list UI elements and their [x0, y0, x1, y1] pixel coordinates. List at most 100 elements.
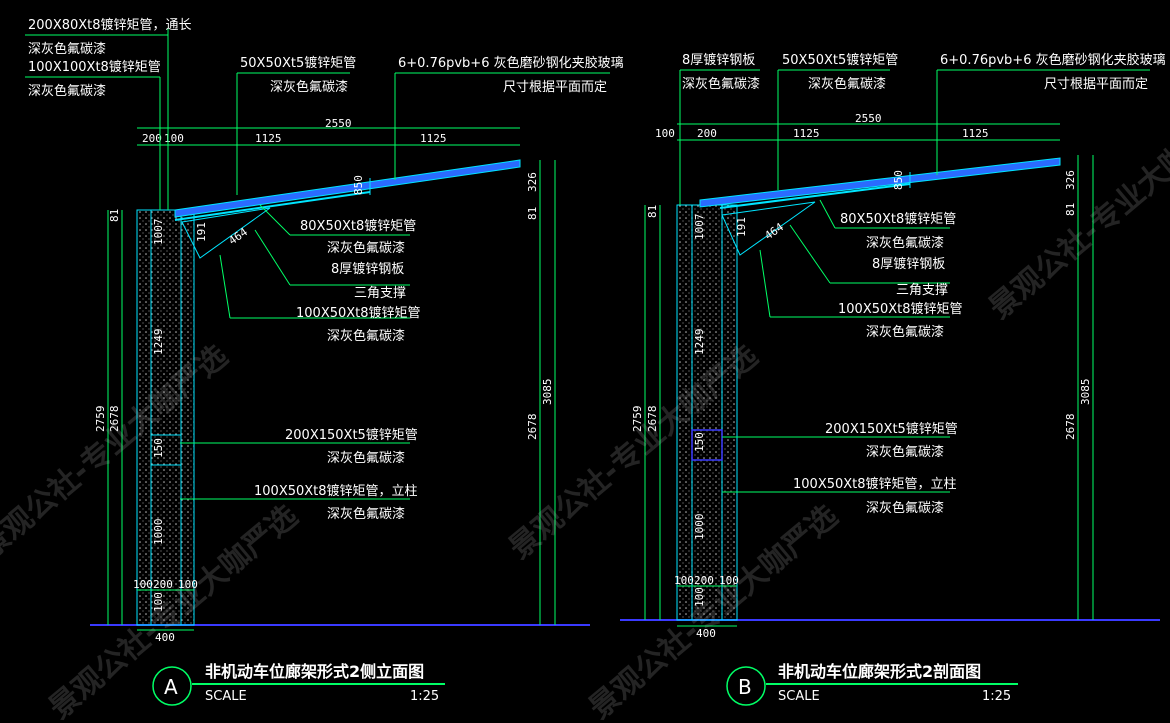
drawing-title: 非机动车位廊架形式2剖面图 — [778, 662, 981, 681]
note: 100X50Xt8镀锌矩管 — [838, 301, 963, 317]
dim-left-2678: 2678 — [646, 406, 659, 433]
dim-top-c: 1125 — [793, 127, 820, 140]
dim-top-b: 200 — [697, 127, 717, 140]
note: 深灰色氟碳漆 — [327, 328, 405, 344]
note: 8厚镀锌钢板 — [872, 256, 945, 272]
note: 100X50Xt8镀锌矩管 — [296, 305, 421, 321]
dim-right-3085: 3085 — [541, 379, 554, 406]
dim-top-total: 2550 — [855, 112, 882, 125]
note: 80X50Xt8镀锌矩管 — [300, 218, 416, 234]
dim-post-1007: 1007 — [693, 214, 706, 241]
dim-diag-464: 464 — [762, 220, 786, 242]
post-concrete — [676, 204, 738, 621]
drawing-letter: A — [164, 675, 178, 699]
dim-right-81: 81 — [1064, 203, 1077, 216]
dim-top-c: 1125 — [255, 132, 282, 145]
scale-value: 1:25 — [410, 689, 439, 704]
note: 三角支撑 — [896, 283, 948, 298]
roof-glass — [699, 157, 1061, 208]
dim-right-81: 81 — [526, 207, 539, 220]
dim-right-326: 326 — [526, 172, 539, 192]
dim-bot-400: 400 — [696, 627, 716, 640]
dim-diag-850: 850 — [352, 175, 365, 195]
dim-post-1007: 1007 — [152, 219, 165, 246]
drawing-title: 非机动车位廊架形式2侧立面图 — [205, 662, 424, 681]
dim-left-2759: 2759 — [94, 406, 107, 433]
dim-left-2678: 2678 — [108, 406, 121, 433]
note: 6+0.76pvb+6 灰色磨砂钢化夹胶玻璃 — [398, 55, 624, 71]
dim-diag-464: 464 — [226, 225, 250, 247]
dim-bot-100b: 100 — [719, 574, 739, 587]
dim-top-a: 100 — [655, 127, 675, 140]
dim-top-d: 1125 — [962, 127, 989, 140]
dim-post-1249: 1249 — [152, 329, 165, 356]
note: 尺寸根据平面而定 — [1044, 77, 1148, 92]
note: 深灰色氟碳漆 — [682, 76, 760, 92]
scale-label: SCALE — [778, 689, 820, 704]
dim-top-total: 2550 — [325, 117, 352, 130]
dim-post-1000: 1000 — [152, 519, 165, 546]
note: 50X50Xt5镀锌矩管 — [240, 55, 356, 71]
note: 深灰色氟碳漆 — [866, 500, 944, 516]
dim-bot-100: 100 — [133, 578, 153, 591]
note: 8厚镀锌钢板 — [682, 52, 755, 68]
drawing-a: 2550 200 100 1125 1125 326 81 2678 3085 … — [25, 17, 624, 706]
drawing-letter: B — [738, 675, 752, 699]
note: 100X50Xt8镀锌矩管，立柱 — [793, 476, 957, 492]
dim-right-326: 326 — [1064, 170, 1077, 190]
note: 深灰色氟碳漆 — [270, 79, 348, 95]
roof-beam — [719, 183, 911, 209]
dim-right-2678: 2678 — [526, 414, 539, 441]
dim-diag-850: 850 — [892, 170, 905, 190]
scale-value: 1:25 — [982, 689, 1011, 704]
dim-bot-400: 400 — [155, 631, 175, 644]
roof-glass — [174, 159, 521, 218]
roof-beam — [174, 191, 371, 221]
note: 深灰色氟碳漆 — [808, 76, 886, 92]
dim-left-2759: 2759 — [631, 406, 644, 433]
note: 深灰色氟碳漆 — [327, 506, 405, 522]
post-bracket — [150, 434, 182, 466]
dim-post-191: 191 — [195, 222, 208, 242]
note: 200X80Xt8镀锌矩管，通长 — [28, 17, 192, 33]
dim-top-d: 1125 — [420, 132, 447, 145]
note: 100X100Xt8镀锌矩管 — [28, 59, 161, 75]
dim-bot-200: 200 — [694, 574, 714, 587]
dim-post-191: 191 — [735, 217, 748, 237]
drawing-marker-circle — [152, 666, 192, 706]
note: 80X50Xt8镀锌矩管 — [840, 211, 956, 227]
dim-post-100: 100 — [693, 587, 706, 607]
post-concrete — [136, 209, 195, 626]
note: 100X50Xt8镀锌矩管，立柱 — [254, 483, 418, 499]
dim-post-150: 150 — [152, 438, 165, 458]
note: 6+0.76pvb+6 灰色磨砂钢化夹胶玻璃 — [940, 52, 1166, 68]
note: 200X150Xt5镀锌矩管 — [285, 427, 418, 443]
dim-right-2678: 2678 — [1064, 414, 1077, 441]
triangle-brace — [721, 201, 816, 256]
note: 三角支撑 — [354, 286, 406, 301]
dim-bot-200: 200 — [153, 578, 173, 591]
dim-post-100: 100 — [152, 592, 165, 612]
note: 深灰色氟碳漆 — [28, 41, 106, 57]
note: 深灰色氟碳漆 — [327, 240, 405, 256]
note: 深灰色氟碳漆 — [866, 324, 944, 340]
dim-post-1000: 1000 — [693, 514, 706, 541]
drawing-b: 2550 100 200 1125 1125 326 81 2678 3085 … — [620, 52, 1166, 706]
notes-a: 200X80Xt8镀锌矩管，通长 深灰色氟碳漆 100X100Xt8镀锌矩管 深… — [25, 17, 624, 522]
watermark-text: 景观公社-专业大咖严选 — [0, 338, 234, 566]
triangle-brace — [181, 207, 271, 259]
scale-label: SCALE — [205, 689, 247, 704]
note: 深灰色氟碳漆 — [327, 450, 405, 466]
note: 尺寸根据平面而定 — [503, 80, 607, 95]
dim-post-1249: 1249 — [693, 329, 706, 356]
dim-top-b: 100 — [164, 132, 184, 145]
dim-bot-100b: 100 — [178, 578, 198, 591]
dim-post-150: 150 — [693, 432, 706, 452]
notes-b: 8厚镀锌钢板 深灰色氟碳漆 50X50Xt5镀锌矩管 深灰色氟碳漆 6+0.76… — [679, 52, 1166, 516]
note: 深灰色氟碳漆 — [866, 235, 944, 251]
dim-right-3085: 3085 — [1079, 379, 1092, 406]
post-bracket — [691, 429, 723, 461]
note: 200X150Xt5镀锌矩管 — [825, 421, 958, 437]
